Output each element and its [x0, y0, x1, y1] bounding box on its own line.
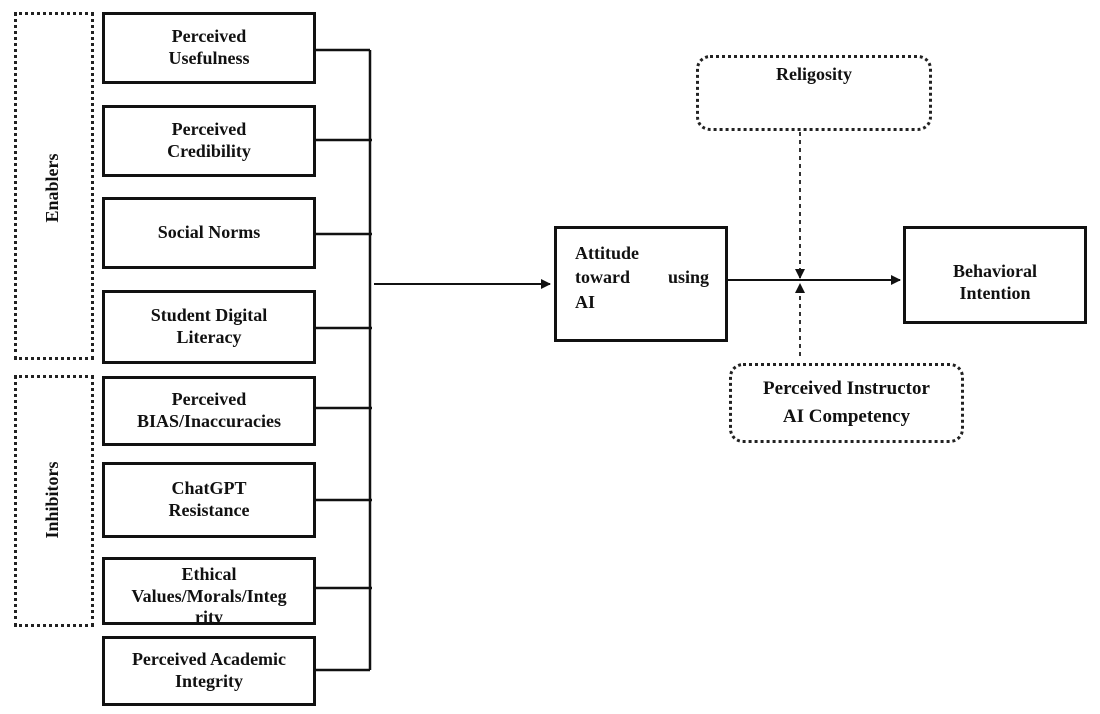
social-norms-label: Social Norms — [157, 222, 261, 243]
inhibitors-group-frame — [14, 375, 94, 627]
student-digital-literacy-line1: Student Digital — [150, 305, 268, 326]
academic-integrity-box: Perceived Academic Integrity — [102, 636, 316, 706]
chatgpt-resistance-line1: ChatGPT — [171, 478, 247, 499]
perceived-credibility-line1: Perceived — [171, 119, 247, 140]
ethical-values-line2: Values/Morals/Integ — [131, 585, 287, 606]
behavioral-intention-box: Behavioral Intention — [903, 226, 1087, 324]
perceived-credibility-box: Perceived Credibility — [102, 105, 316, 177]
attitude-line2-word1: toward — [575, 267, 630, 288]
chatgpt-resistance-box: ChatGPT Resistance — [102, 462, 316, 538]
perceived-bias-line2: BIAS/Inaccuracies — [137, 411, 281, 431]
attitude-box: Attitude toward using AI — [554, 226, 728, 342]
perceived-credibility-line2: Credibility — [167, 141, 251, 161]
instructor-competency-box: Perceived Instructor AI Competency — [729, 363, 964, 443]
perceived-bias-box: Perceived BIAS/Inaccuracies — [102, 376, 316, 446]
student-digital-literacy-box: Student Digital Literacy — [102, 290, 316, 364]
perceived-usefulness-line1: Perceived — [171, 26, 247, 47]
academic-integrity-line2: Integrity — [175, 671, 243, 691]
instructor-competency-line1: Perceived Instructor — [763, 378, 930, 400]
chatgpt-resistance-line2: Resistance — [168, 500, 250, 520]
ethical-values-line3: rity — [195, 607, 223, 625]
religiosity-label: Religosity — [776, 64, 852, 84]
attitude-line3: AI — [575, 291, 596, 312]
academic-integrity-line1: Perceived Academic — [131, 649, 287, 670]
enablers-group-frame — [14, 12, 94, 360]
attitude-line2-word2: using — [667, 267, 709, 288]
behavioral-intention-line1: Behavioral — [953, 261, 1037, 282]
religiosity-box: Religosity — [696, 55, 932, 131]
behavioral-intention-line2: Intention — [959, 283, 1031, 303]
attitude-line1: Attitude — [575, 243, 639, 263]
ethical-values-line1: Ethical — [181, 564, 237, 584]
inhibitors-label: Inhibitors — [42, 461, 62, 539]
instructor-competency-line2: AI Competency — [782, 406, 911, 427]
enablers-label: Enablers — [42, 153, 62, 223]
student-digital-literacy-line2: Literacy — [176, 327, 242, 347]
social-norms-box: Social Norms — [102, 197, 316, 269]
ethical-values-box: Ethical Values/Morals/Integ rity — [102, 557, 316, 625]
perceived-bias-line1: Perceived — [171, 389, 247, 410]
perceived-usefulness-box: Perceived Usefulness — [102, 12, 316, 84]
perceived-usefulness-line2: Usefulness — [168, 48, 250, 68]
